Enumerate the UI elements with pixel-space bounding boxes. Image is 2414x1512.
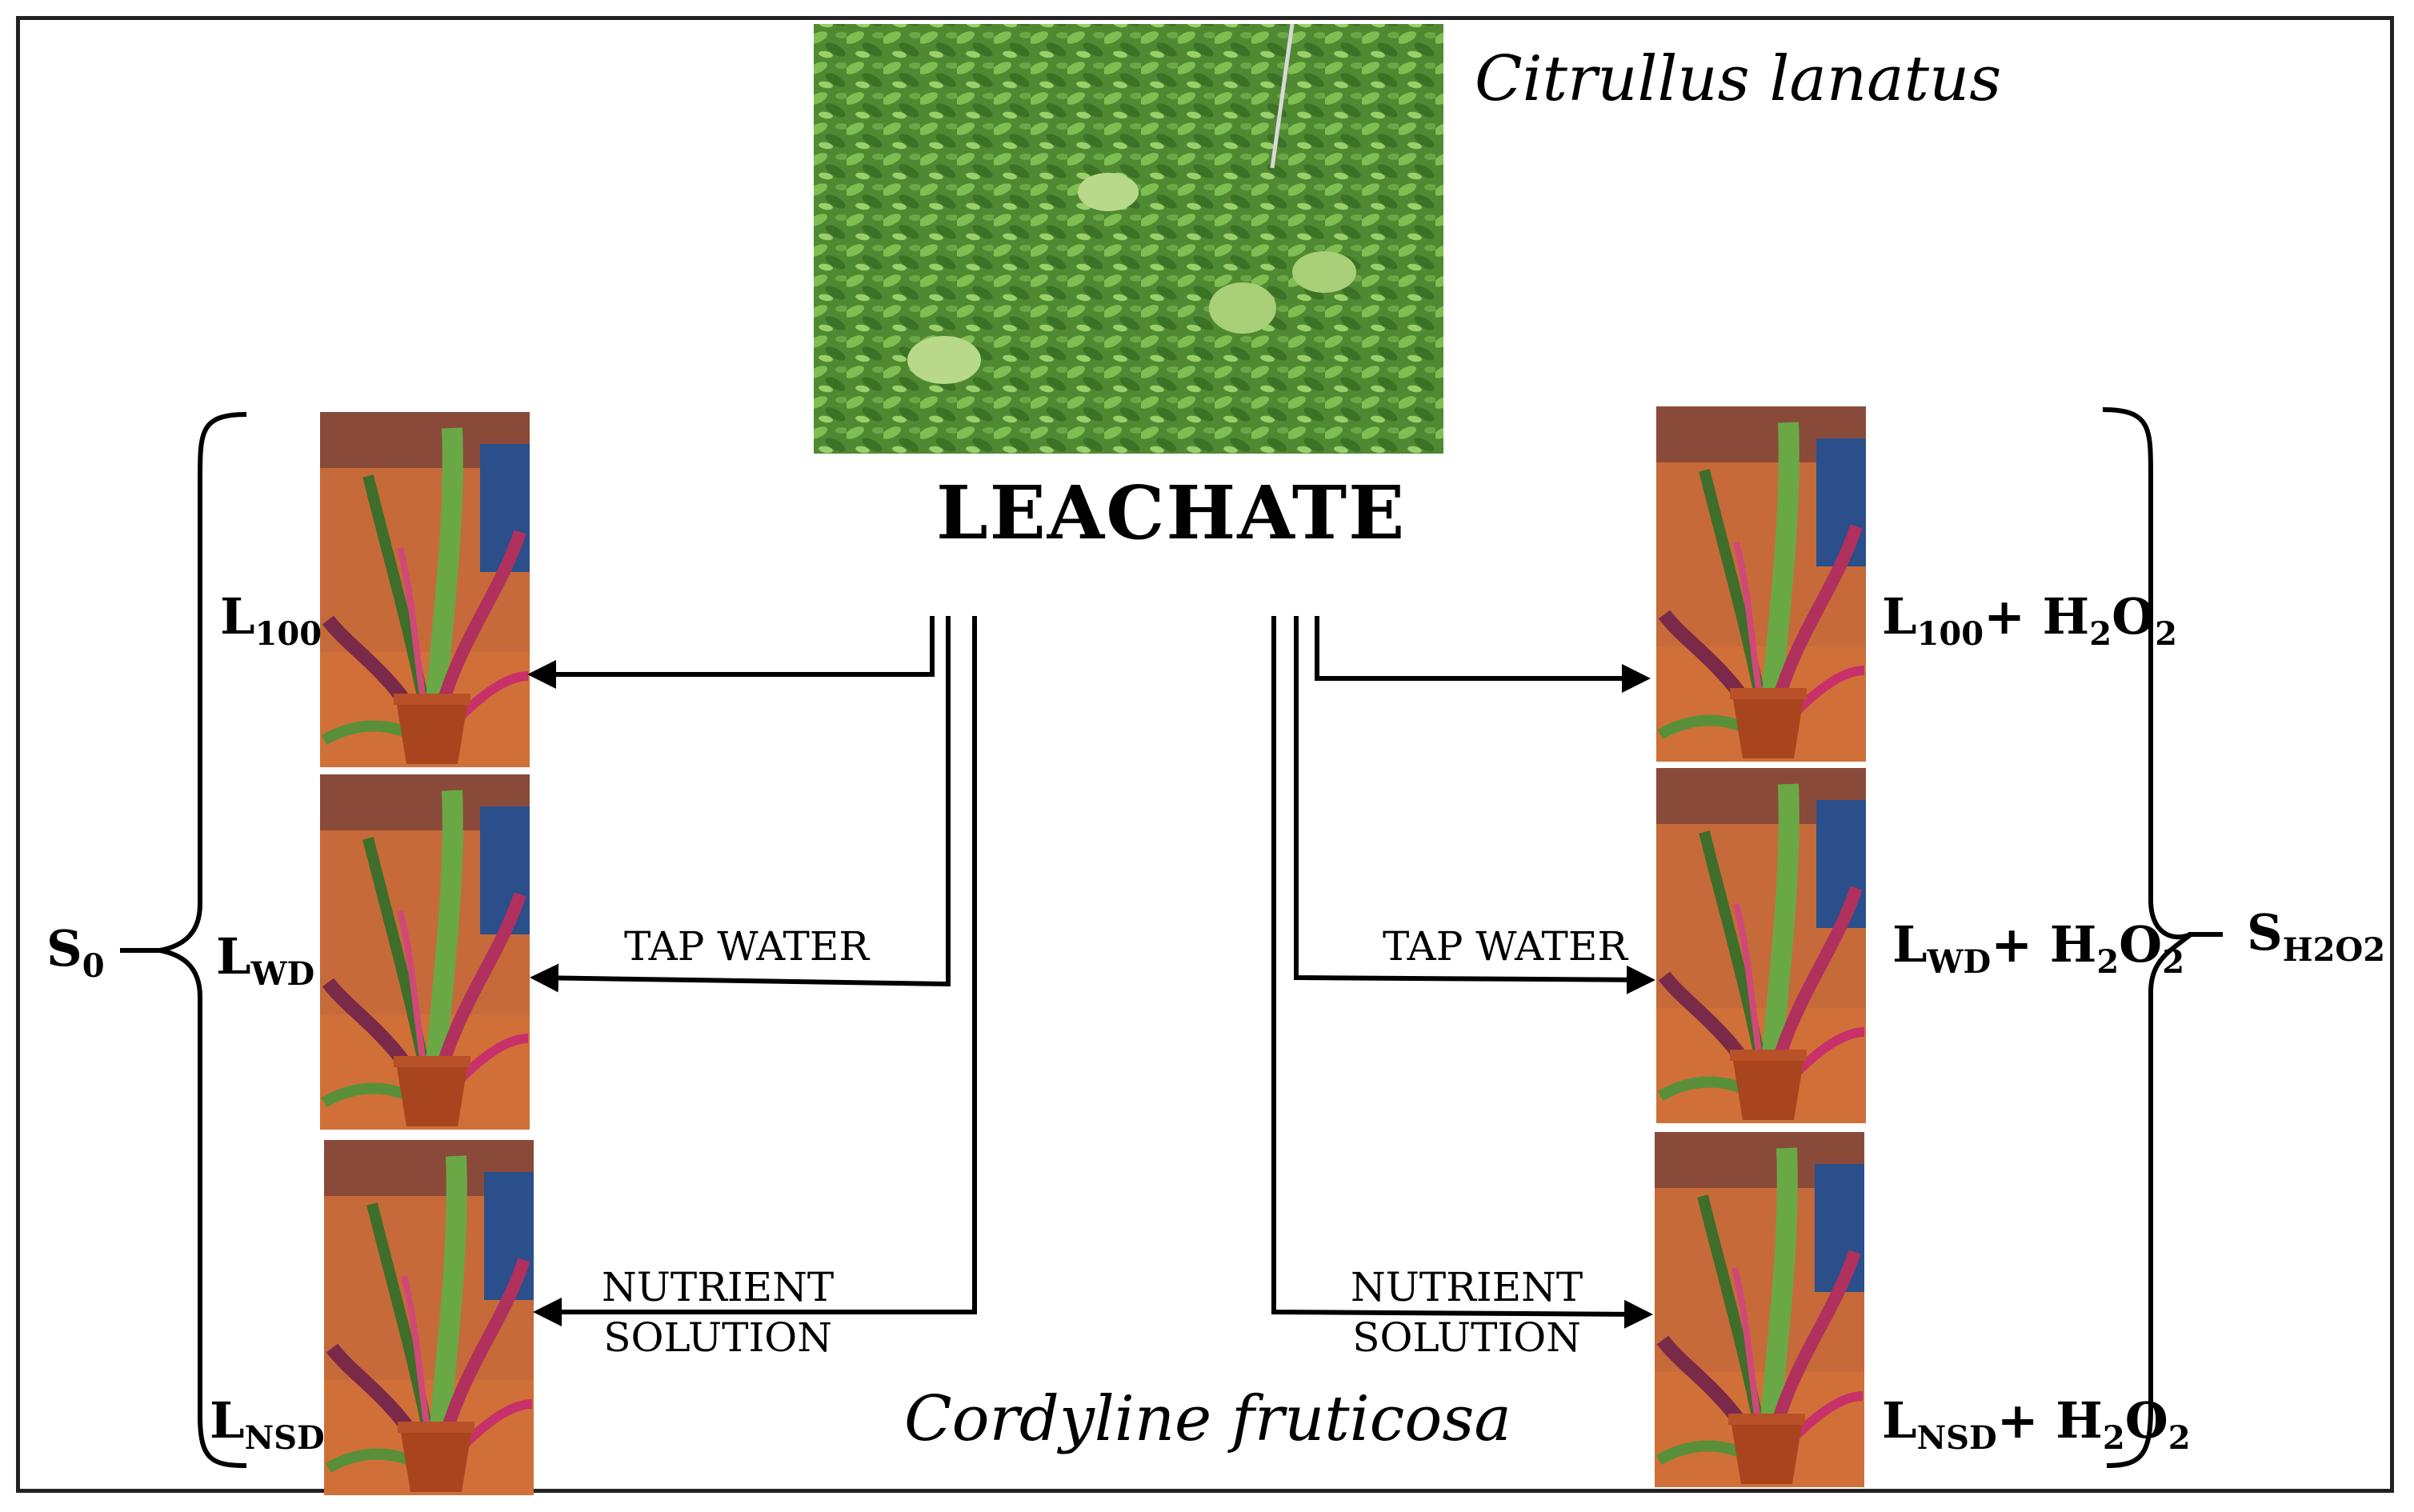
treatment-label-l100: L100 [220,587,322,653]
plant-photo-right-1 [1656,406,1866,762]
plant-photo-left-1 [320,412,530,767]
treatment-label-lnsd: LNSD [210,1391,325,1457]
top-species-label: Citrullus lanatus [1475,43,2002,115]
treatment-label-lwd: LWD [216,927,315,993]
group-label-s0: S0 [46,919,105,985]
watermelon-1 [1078,173,1139,211]
nutrient-line-2: SOLUTION [1352,1314,1581,1361]
leachate-title: LEACHATE [936,470,1407,556]
arrow-to-l100 [527,616,935,689]
diagram-frame [16,16,2394,1493]
arrow-to-lwd-h2o2 [1294,616,1655,994]
group-label-sh2o2: SH2O2 [2247,903,2386,969]
watermelon-2 [1209,282,1276,334]
plant-photo-right-3 [1655,1132,1864,1487]
plant-photo-left-2 [320,774,530,1130]
nutrient-line-1: NUTRIENT [602,1264,835,1310]
nutrient-solution-label-right: NUTRIENT SOLUTION [1351,1262,1583,1362]
nutrient-line-1: NUTRIENT [1351,1264,1583,1310]
plant-photo-left-3 [324,1140,534,1495]
tap-water-label-left: TAP WATER [624,923,870,970]
watermelon-4 [907,336,981,384]
tap-water-label-right: TAP WATER [1383,923,1628,970]
nutrient-line-2: SOLUTION [603,1314,832,1361]
watermelon-field-photo [814,24,1443,454]
treatment-label-l100-h2o2: L100+ H2O2 [1882,587,2177,653]
watermelon-3 [1292,251,1356,293]
treatment-label-lwd-h2o2: LWD+ H2O2 [1892,915,2185,981]
treatment-label-lnsd-h2o2: LNSD+ H2O2 [1882,1391,2191,1457]
bottom-species-label: Cordyline fruticosa [904,1383,1511,1455]
arrow-to-l100-h2o2 [1315,616,1651,693]
arrow-to-lnsd-h2o2 [1271,616,1653,1329]
stake-pole [1270,23,1295,169]
arrow-to-lnsd [533,616,977,1326]
nutrient-solution-label-left: NUTRIENT SOLUTION [602,1262,834,1362]
arrow-to-lwd [530,616,951,993]
plant-photo-right-2 [1656,768,1866,1123]
